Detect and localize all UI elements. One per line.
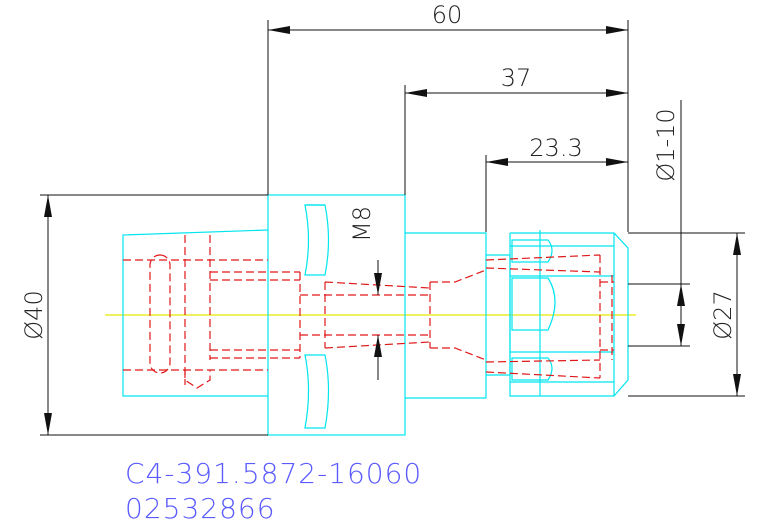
- dim-dia40-label: Ø40: [20, 290, 48, 339]
- thread-m8-label: M8: [348, 206, 376, 242]
- dim-60-label: 60: [432, 1, 463, 29]
- dim-dia27-label: Ø27: [709, 290, 737, 339]
- order-number: 02532866: [125, 492, 276, 523]
- dim-23-3-label: 23.3: [529, 134, 582, 162]
- part-number: C4-391.5872-16060: [125, 457, 422, 490]
- dim-37-label: 37: [501, 64, 532, 92]
- dimension-lines: [40, 20, 745, 436]
- dim-dia1-10-label: Ø1-10: [652, 108, 680, 181]
